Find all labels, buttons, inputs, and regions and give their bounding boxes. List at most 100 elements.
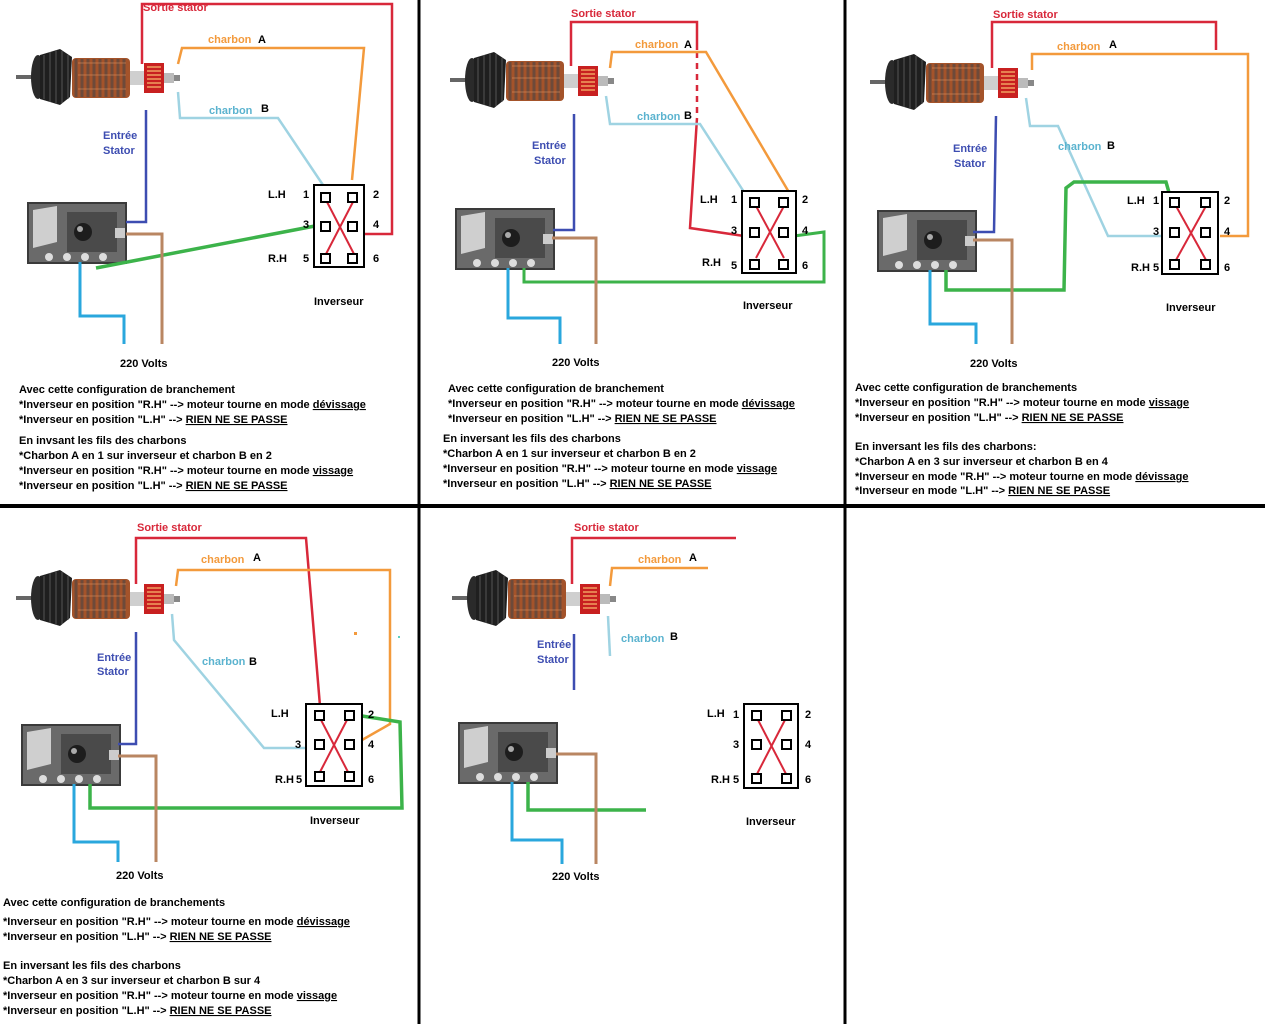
label-b: B bbox=[261, 103, 269, 115]
panel-4-notes: Avec cette configuration de branchements… bbox=[3, 897, 350, 1017]
wire-charbon-b bbox=[604, 95, 746, 193]
pin-6-label: 6 bbox=[802, 260, 808, 272]
pin-4-label: 4 bbox=[1224, 226, 1231, 238]
pin-2-label: 2 bbox=[373, 189, 379, 201]
label-a: A bbox=[1109, 39, 1117, 51]
label-220-volts: 220 Volts bbox=[970, 358, 1018, 370]
label-charbon-a: charbon bbox=[208, 34, 252, 46]
pin-3-label: 3 bbox=[733, 739, 739, 751]
panel-2-notes: Avec cette configuration de branchement … bbox=[443, 383, 795, 490]
pin-4-label: 4 bbox=[802, 225, 809, 237]
svg-text:En inversant les fils des char: En inversant les fils des charbons bbox=[3, 960, 181, 972]
wire-entree-stator bbox=[118, 632, 138, 746]
wire-220-phase bbox=[506, 268, 562, 344]
svg-text:*Inverseur en position "L.H": *Inverseur en position "L.H" --> RIEN NE… bbox=[448, 413, 717, 425]
label-entree: Entrée bbox=[532, 140, 566, 152]
label-a: A bbox=[258, 34, 266, 46]
speed-switch-icon bbox=[877, 210, 977, 272]
wire-green bbox=[526, 782, 646, 812]
svg-text:En inversant les fils des char: En inversant les fils des charbons: bbox=[855, 441, 1037, 453]
label-a: A bbox=[253, 552, 261, 564]
label-rh: R.H bbox=[268, 253, 287, 265]
wire-sortie-stator bbox=[570, 536, 736, 584]
svg-text:Avec cette configuration de br: Avec cette configuration de branchement bbox=[19, 384, 235, 396]
wire-sortie-stator bbox=[134, 536, 322, 707]
label-charbon-b: charbon bbox=[1058, 141, 1102, 153]
inverseur-box bbox=[313, 184, 365, 268]
label-charbon-a: charbon bbox=[1057, 41, 1101, 53]
svg-text:*Inverseur en position "R.H": *Inverseur en position "R.H" --> moteur … bbox=[443, 463, 777, 475]
pin-3-label: 3 bbox=[303, 219, 309, 231]
label-rh: R.H bbox=[702, 257, 721, 269]
label-stator: Stator bbox=[534, 155, 567, 167]
dot bbox=[398, 636, 400, 638]
svg-text:*Inverseur en mode "R.H" --> m: *Inverseur en mode "R.H" --> moteur tour… bbox=[855, 471, 1189, 483]
wire-220-neutral bbox=[126, 232, 164, 344]
inverseur-box bbox=[1161, 191, 1219, 275]
wire-220-neutral bbox=[118, 754, 158, 862]
label-sortie-stator: Sortie stator bbox=[143, 2, 209, 14]
motor-armature-icon bbox=[868, 52, 1036, 112]
pin-3-label: 3 bbox=[1153, 226, 1159, 238]
wire-220-neutral bbox=[973, 238, 1014, 344]
label-220-volts: 220 Volts bbox=[120, 358, 168, 370]
pin-2-label: 2 bbox=[802, 194, 808, 206]
wire-220-phase bbox=[928, 270, 978, 344]
pin-1-label: 1 bbox=[1153, 195, 1159, 207]
panel-1: Sortie stator charbon A charbon B Entrée… bbox=[14, 2, 394, 492]
wire-charbon-a bbox=[608, 50, 792, 195]
svg-text:*Inverseur en position "R.H": *Inverseur en position "R.H" --> moteur … bbox=[19, 399, 366, 411]
pin-5-label: 5 bbox=[296, 774, 302, 786]
wire-220-neutral bbox=[556, 752, 598, 864]
label-charbon-a: charbon bbox=[635, 39, 679, 51]
pin-1-label: 1 bbox=[303, 189, 309, 201]
label-charbon-b: charbon bbox=[202, 656, 246, 668]
label-stator: Stator bbox=[97, 666, 130, 678]
label-lh: L.H bbox=[268, 189, 286, 201]
wire-entree-stator bbox=[973, 115, 998, 234]
panel-3: Sortie stator charbon A charbon B Entrée… bbox=[855, 9, 1250, 497]
wire-entree-stator bbox=[553, 114, 576, 232]
label-sortie-stator: Sortie stator bbox=[137, 522, 203, 534]
label-entree: Entrée bbox=[97, 652, 131, 664]
label-entree: Entrée bbox=[103, 130, 137, 142]
label-entree: Entrée bbox=[953, 143, 987, 155]
label-220-volts: 220 Volts bbox=[552, 357, 600, 369]
wire-charbon-a bbox=[176, 46, 366, 181]
motor-armature-icon bbox=[448, 50, 616, 110]
wire-entree-stator bbox=[126, 110, 148, 224]
inverseur-box bbox=[305, 703, 363, 787]
pin-1-label: 1 bbox=[733, 709, 739, 721]
svg-text:*Inverseur en position "L.H": *Inverseur en position "L.H" --> RIEN NE… bbox=[19, 480, 288, 492]
label-b: B bbox=[249, 656, 257, 668]
pin-3-label: 3 bbox=[295, 739, 301, 751]
svg-text:En inversant les fils des char: En inversant les fils des charbons bbox=[443, 433, 621, 445]
panel-2: Sortie stator charbon A charbon B Entrée… bbox=[443, 8, 826, 490]
label-b: B bbox=[670, 631, 678, 643]
wire-220-phase bbox=[78, 262, 126, 344]
wire-charbon-b bbox=[606, 615, 612, 657]
label-charbon-a: charbon bbox=[638, 554, 682, 566]
speed-switch-icon bbox=[458, 722, 558, 784]
svg-text:*Inverseur en position "R.H": *Inverseur en position "R.H" --> moteur … bbox=[19, 465, 353, 477]
wire-charbon-b bbox=[176, 91, 327, 189]
label-b: B bbox=[684, 110, 692, 122]
svg-text:*Inverseur en position "L.H" -: *Inverseur en position "L.H" --> RIEN NE… bbox=[855, 412, 1124, 424]
label-stator: Stator bbox=[103, 145, 136, 157]
label-220-volts: 220 Volts bbox=[552, 871, 600, 883]
label-lh: L.H bbox=[707, 708, 725, 720]
pin-6-label: 6 bbox=[805, 774, 811, 786]
wire-220-phase bbox=[72, 784, 120, 862]
label-sortie-stator: Sortie stator bbox=[993, 9, 1059, 21]
wire-220-phase bbox=[510, 782, 564, 864]
motor-armature-icon bbox=[14, 47, 182, 107]
label-sortie-stator: Sortie stator bbox=[571, 8, 637, 20]
wire-green bbox=[944, 180, 1172, 292]
svg-text:*Inverseur en position "L.H" -: *Inverseur en position "L.H" --> RIEN NE… bbox=[3, 931, 272, 943]
label-a: A bbox=[689, 552, 697, 564]
wire-220-neutral bbox=[552, 236, 598, 344]
label-inverseur: Inverseur bbox=[314, 296, 364, 308]
label-entree: Entrée bbox=[537, 639, 571, 651]
svg-text:*Inverseur en position "L.H" -: *Inverseur en position "L.H" --> RIEN NE… bbox=[3, 1005, 272, 1017]
